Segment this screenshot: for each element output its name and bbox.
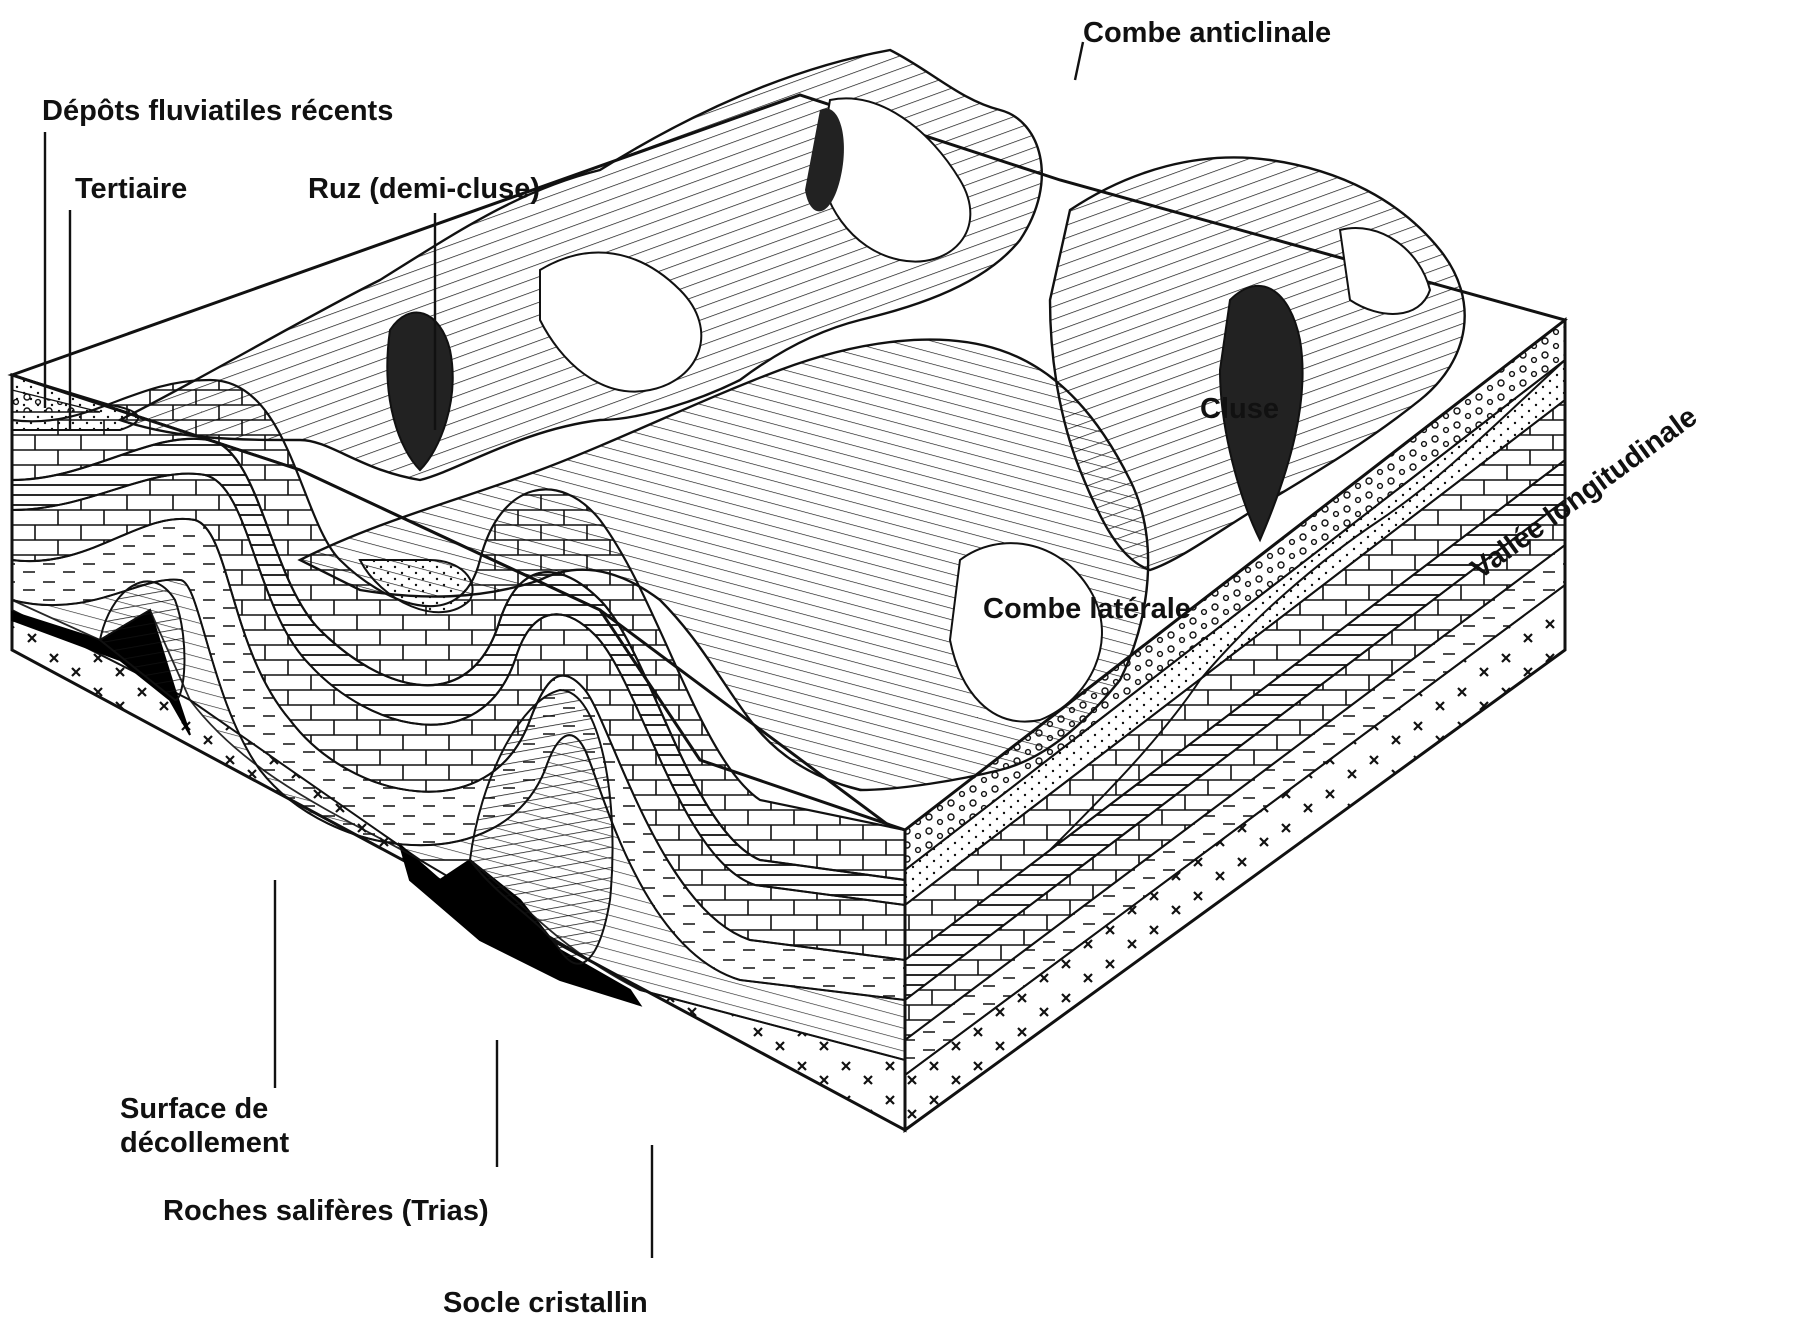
label-combe-anticlinale: Combe anticlinale <box>1083 17 1331 49</box>
label-surface-line2: décollement <box>120 1127 290 1159</box>
label-depots-fluviatiles: Dépôts fluviatiles récents <box>42 95 393 127</box>
label-ruz: Ruz (demi-cluse) <box>308 173 540 205</box>
label-tertiaire: Tertiaire <box>75 173 187 205</box>
label-socle-cristallin: Socle cristallin <box>443 1287 648 1319</box>
label-combe-laterale: Combe latérale <box>983 593 1191 625</box>
label-surface-line1: Surface de <box>120 1093 268 1125</box>
label-roches-saliferes: Roches salifères (Trias) <box>163 1195 489 1227</box>
label-cluse: Cluse <box>1200 393 1279 425</box>
